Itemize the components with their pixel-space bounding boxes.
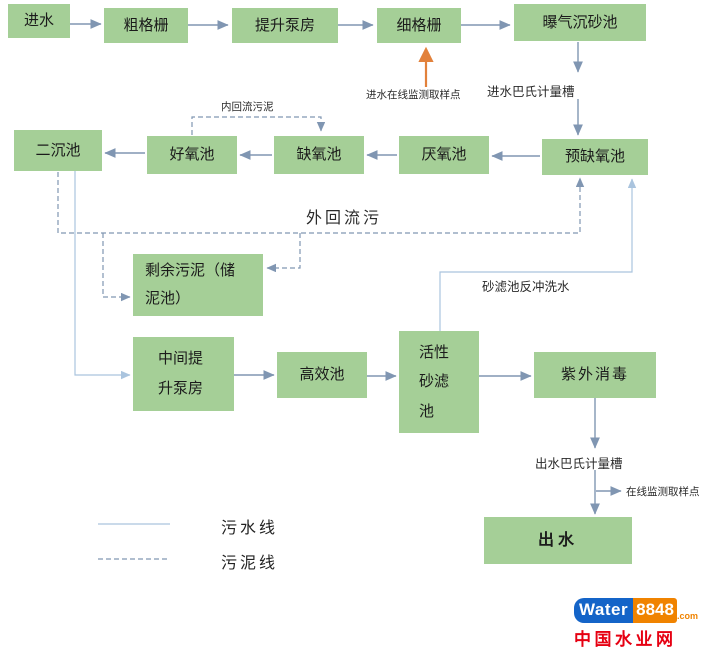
node-anaerobic: 厌氧池: [399, 136, 489, 174]
node-pre-anoxic: 预缺氧池: [542, 139, 648, 175]
node-excess-sludge: 剩余污泥（储 泥池）: [133, 254, 263, 316]
dash-internal-return: [191, 116, 326, 135]
node-anoxic: 缺氧池: [274, 136, 364, 174]
node-inlet: 进水: [8, 4, 70, 38]
line-secondary-to-midlift: [74, 171, 131, 380]
logo-number: 8848: [633, 598, 677, 623]
label-external-return: 外回流污: [306, 210, 383, 227]
legend-sludge-label: 污泥线: [221, 555, 279, 572]
node-uv: 紫外消毒: [534, 352, 656, 398]
label-backwash: 砂滤池反冲洗水: [482, 280, 570, 294]
node-sand-filter: 活性 砂滤 池: [399, 331, 479, 433]
label-outlet-sample: 在线监测取样点: [626, 486, 700, 498]
node-mid-lift-pump: 中间提 升泵房: [133, 337, 234, 411]
node-high-eff: 高效池: [277, 352, 367, 398]
label-inlet-sample: 进水在线监测取样点: [366, 89, 461, 101]
logo-word: Water: [574, 598, 634, 623]
label-inlet-flume: 进水巴氏计量槽: [487, 85, 575, 99]
dash-to-sludge-left: [102, 233, 131, 302]
legend-sewage-label: 污水线: [221, 520, 279, 537]
label-outlet-flume: 出水巴氏计量槽: [535, 457, 623, 471]
node-coarse-screen: 粗格栅: [104, 8, 188, 43]
logo-chinese-name: 中国水业网: [574, 630, 677, 649]
line-backwash-to-preanoxic: [439, 178, 637, 331]
node-fine-screen: 细格栅: [377, 8, 461, 43]
dash-to-sludge-right: [266, 233, 301, 273]
node-outlet: 出水: [484, 517, 632, 564]
node-aerated-grit: 曝气沉砂池: [514, 4, 646, 41]
label-internal-return: 内回流污泥: [221, 101, 274, 113]
node-secondary-sed: 二沉池: [14, 130, 102, 171]
logo-tld: .com: [676, 611, 698, 621]
dash-external-return: [57, 172, 585, 234]
node-aerobic: 好氧池: [147, 136, 237, 174]
node-lift-pump: 提升泵房: [232, 8, 338, 43]
